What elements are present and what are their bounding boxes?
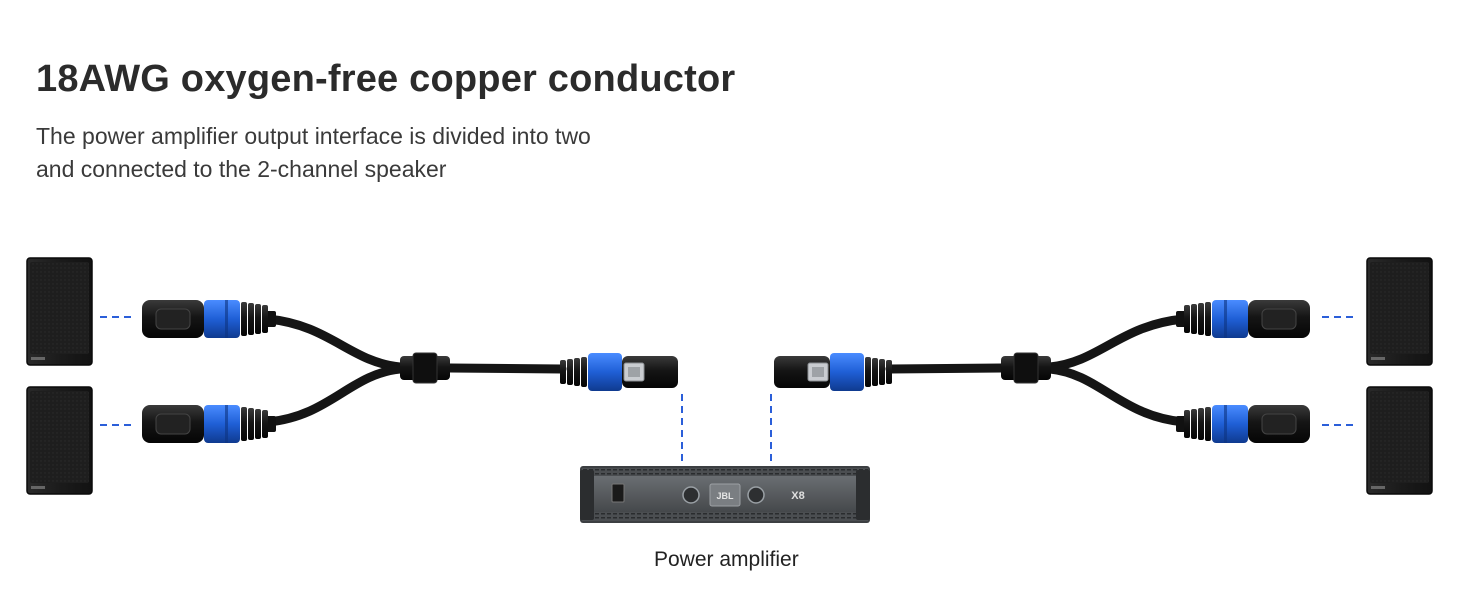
amp-model-badge: X8	[791, 490, 804, 502]
speaker-bottom-right	[1366, 386, 1433, 495]
power-amplifier: JBL X8	[580, 466, 870, 523]
male-connector-right	[773, 352, 893, 392]
cable-left-upper	[263, 314, 405, 372]
cable-right-lower	[1045, 364, 1189, 427]
speaker-top-right	[1366, 257, 1433, 366]
splitter-left	[399, 352, 451, 384]
amp-brand-badge: JBL	[716, 491, 734, 501]
female-connector-left-lower	[141, 404, 277, 444]
female-connector-left-upper	[141, 299, 277, 339]
speaker-bottom-left	[26, 386, 93, 495]
subtitle-line-2: and connected to the 2-channel speaker	[36, 156, 447, 182]
cable-right-upper	[1045, 314, 1189, 372]
cable-left-trunk	[445, 363, 567, 374]
volume-knob-right-icon	[747, 486, 765, 504]
power-amplifier-caption: Power amplifier	[654, 548, 799, 571]
cable-left-lower	[263, 364, 405, 427]
male-connector-left	[559, 352, 679, 392]
cable-right-trunk	[885, 363, 1007, 374]
speaker-top-left	[26, 257, 93, 366]
page-subtitle: The power amplifier output interface is …	[36, 120, 736, 186]
volume-knob-left-icon	[682, 486, 700, 504]
female-connector-right-lower	[1175, 404, 1311, 444]
page-title: 18AWG oxygen-free copper conductor	[36, 58, 736, 100]
power-switch-icon	[611, 483, 625, 503]
subtitle-line-1: The power amplifier output interface is …	[36, 123, 591, 149]
female-connector-right-upper	[1175, 299, 1311, 339]
splitter-right	[1000, 352, 1052, 384]
